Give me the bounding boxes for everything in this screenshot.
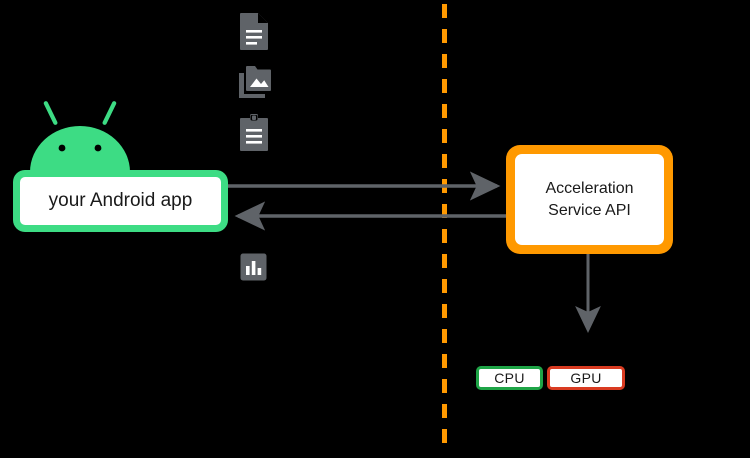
photo-library-icon — [238, 65, 272, 99]
accelerator-chip-gpu-label: GPU — [570, 370, 602, 386]
dashed-boundary-line — [442, 4, 447, 454]
clipboard-icon — [239, 114, 269, 152]
api-label-line1: Acceleration — [545, 179, 634, 197]
android-app-box[interactable]: your Android app — [13, 170, 228, 232]
android-robot-icon — [24, 96, 136, 172]
acceleration-service-api-box-inner: Acceleration Service API — [515, 154, 664, 245]
android-app-box-inner: your Android app — [20, 177, 221, 225]
accelerator-chip-cpu[interactable]: CPU — [476, 366, 543, 390]
document-icon — [239, 12, 269, 50]
android-app-label: your Android app — [48, 190, 193, 211]
api-label-line2: Service API — [548, 201, 631, 219]
accelerator-chip-gpu[interactable]: GPU — [547, 366, 625, 390]
accelerator-chip-cpu-label: CPU — [494, 370, 525, 386]
acceleration-service-api-box[interactable]: Acceleration Service API — [506, 145, 673, 254]
bar-chart-icon — [240, 253, 267, 281]
